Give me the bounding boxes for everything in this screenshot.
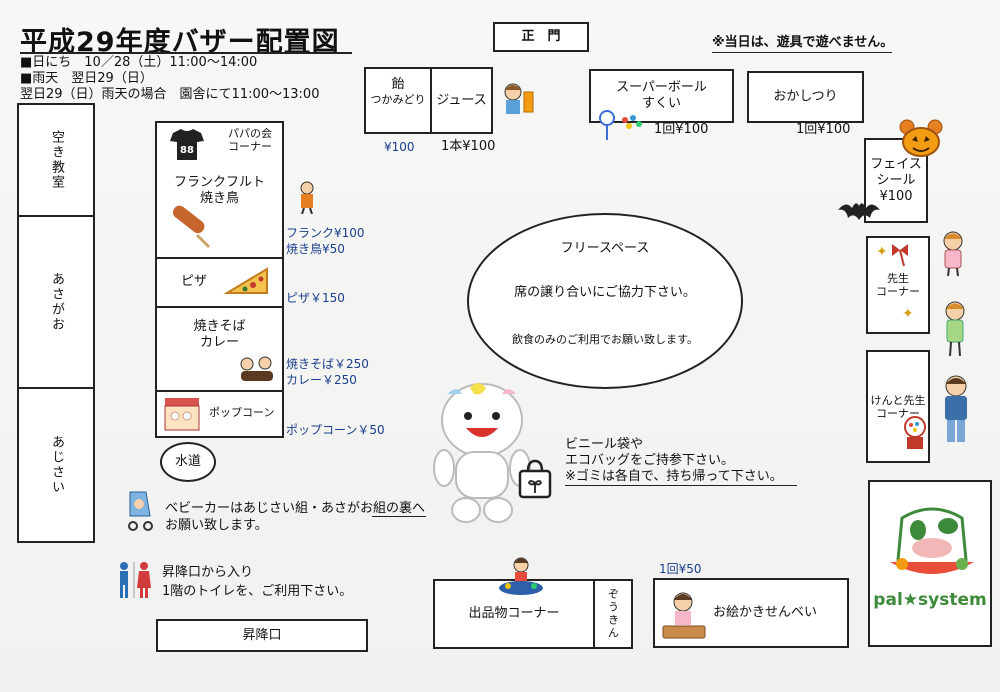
face-seal-price: ¥100 <box>879 188 913 204</box>
candy-juice-stall: 飴 つかみどり ジュース <box>364 67 493 134</box>
candy-label: 飴 <box>391 77 405 92</box>
scoop-balls-icon <box>597 108 647 142</box>
juice-label: ジュース <box>436 92 487 108</box>
room-ajisai: あじさい <box>49 435 64 495</box>
bat-icon <box>836 196 882 226</box>
papa-corner-line2: コーナー <box>228 140 272 153</box>
free-space-title: フリースペース <box>560 241 650 256</box>
shuppin-label: 出品物コーナー <box>468 606 560 621</box>
senbei-label: お絵かきせんべい <box>713 605 818 620</box>
notice-text: ※当日は、遊具で遊べません。 <box>712 35 894 50</box>
girl-teacher-icon <box>938 230 968 277</box>
okashi-price: 1回¥100 <box>796 122 851 137</box>
entrance-box: 昇降口 <box>156 619 368 652</box>
toilet-note-line1: 昇降口から入り <box>162 565 254 580</box>
popcorn-stand-icon <box>163 396 201 432</box>
face-seal-stall: フェイス シール ¥100 <box>864 138 928 223</box>
popcorn-label: ポップコーン <box>209 406 275 419</box>
face-seal-label-1: フェイス <box>870 156 922 172</box>
pizza-icon <box>223 263 271 301</box>
main-gate: 正 門 <box>493 22 589 52</box>
free-space-line2: 飲食のみのご利用でお願い致します。 <box>512 333 698 346</box>
bag-note-line1: ビニール袋や <box>565 437 644 452</box>
juice-price: 1本¥100 <box>441 139 496 154</box>
children-eating-icon <box>237 355 277 385</box>
yakitori-price: 焼き鳥¥50 <box>286 242 345 256</box>
boy-teacher-icon <box>940 300 970 357</box>
superball-price: 1回¥100 <box>654 122 709 137</box>
room-asagao: あさがお <box>49 272 64 332</box>
curry-price: カレー￥250 <box>286 373 357 387</box>
stroller-note-underline <box>372 516 426 517</box>
papa-corner-line1: パパの会 <box>228 127 272 140</box>
frank-label-2: 焼き鳥 <box>199 191 239 206</box>
bag-note-underline <box>565 485 797 486</box>
food-stall-column: 88 パパの会 コーナー フランクフルト 焼き鳥 ピザ 焼きそば <box>155 121 284 438</box>
frank-label-1: フランクフルト <box>173 175 265 190</box>
superball-label: スーパーボール <box>616 80 707 95</box>
free-space-line1: 席の譲り合いにご協力下さい。 <box>514 285 696 300</box>
mascot-character-icon <box>422 378 542 526</box>
left-rooms-column: 空き教室 あさがお あじさい <box>17 103 95 543</box>
yakisoba-label-1: 焼きそば <box>193 319 246 334</box>
bag-note-line3: ※ゴミは各自で、持ち帰って下さい。 <box>565 469 783 484</box>
candy-price: ¥100 <box>384 140 415 154</box>
tshirt-icon: 88 <box>169 127 205 161</box>
senbei-price: 1回¥50 <box>659 562 702 576</box>
room-divider <box>19 387 93 389</box>
yakisoba-price: 焼きそば￥250 <box>286 357 369 371</box>
stroller-note-line2: お願い致します。 <box>165 518 268 533</box>
superball-stall: スーパーボール すくい <box>589 69 734 123</box>
palsystem-logo: pal★system <box>873 590 987 610</box>
kendama-corner-label-2: コーナー <box>876 406 920 420</box>
zoukin-label: ぞうきん <box>606 588 620 640</box>
title-underline <box>20 52 352 54</box>
cook-person-icon <box>296 180 318 215</box>
restroom-icon <box>114 560 154 600</box>
svg-text:88: 88 <box>180 145 194 156</box>
rain-detail: 翌日29（日）雨天の場合 園舎にて11:00～13:00 <box>20 87 320 102</box>
popcorn-price: ポップコーン￥50 <box>286 423 385 437</box>
date-line: ■日にち 10／28（土）11:00～14:00 <box>20 55 258 70</box>
free-space-area: フリースペース 席の譲り合いにご協力下さい。 飲食のみのご利用でお願い致します。 <box>467 213 743 389</box>
senbei-stall: お絵かきせんべい <box>653 578 849 648</box>
kendama-corner-label-1: けんと先生 <box>870 393 926 407</box>
ribbon-sparkle-icon: ✦ <box>874 240 918 270</box>
toilet-note-line2: 1階のトイレを、ご利用下さい。 <box>162 584 353 599</box>
okashi-tsuri-stall: おかしつり <box>747 71 864 123</box>
gumball-machine-icon <box>902 416 928 450</box>
eco-bag-icon <box>516 459 554 499</box>
bag-note-line2: エコバッグをご持参下さい。 <box>565 453 735 468</box>
rain-line: ■雨天 翌日29（日） <box>20 71 153 86</box>
candy-sub-label: つかみどり <box>370 93 426 106</box>
drawing-child-icon <box>661 588 707 642</box>
water-tap: 水道 <box>160 442 216 482</box>
notice-underline <box>712 52 892 53</box>
yakisoba-label-2: カレー <box>199 335 239 350</box>
sausage-icon <box>167 205 213 249</box>
sparkle-icon: ✦ <box>902 306 914 322</box>
teacher-corner-label-2: コーナー <box>876 285 920 298</box>
face-seal-label-2: シール <box>876 172 916 188</box>
child-juice-icon <box>500 80 536 116</box>
cow-mascot-icon <box>882 500 982 580</box>
frank-price: フランク¥100 <box>286 226 365 240</box>
seller-child-icon <box>496 556 546 596</box>
pizza-price: ピザ￥150 <box>286 291 345 305</box>
teacher-corner-label-1: 先生 <box>887 272 909 285</box>
room-divider <box>19 215 93 217</box>
pizza-label: ピザ <box>181 274 208 289</box>
room-akikyoshitsu: 空き教室 <box>49 130 64 190</box>
pumpkin-icon <box>898 118 944 158</box>
teacher-corner: 先生 コーナー <box>866 236 930 334</box>
svg-text:✦: ✦ <box>876 244 888 260</box>
male-teacher-icon <box>936 374 976 444</box>
palsystem-booth: pal★system <box>868 480 992 647</box>
superball-sub-label: すくい <box>641 96 681 111</box>
stroller-note-line1: ベビーカーはあじさい組・あさがお組の裏へ <box>165 501 426 516</box>
stroller-icon <box>124 488 156 532</box>
